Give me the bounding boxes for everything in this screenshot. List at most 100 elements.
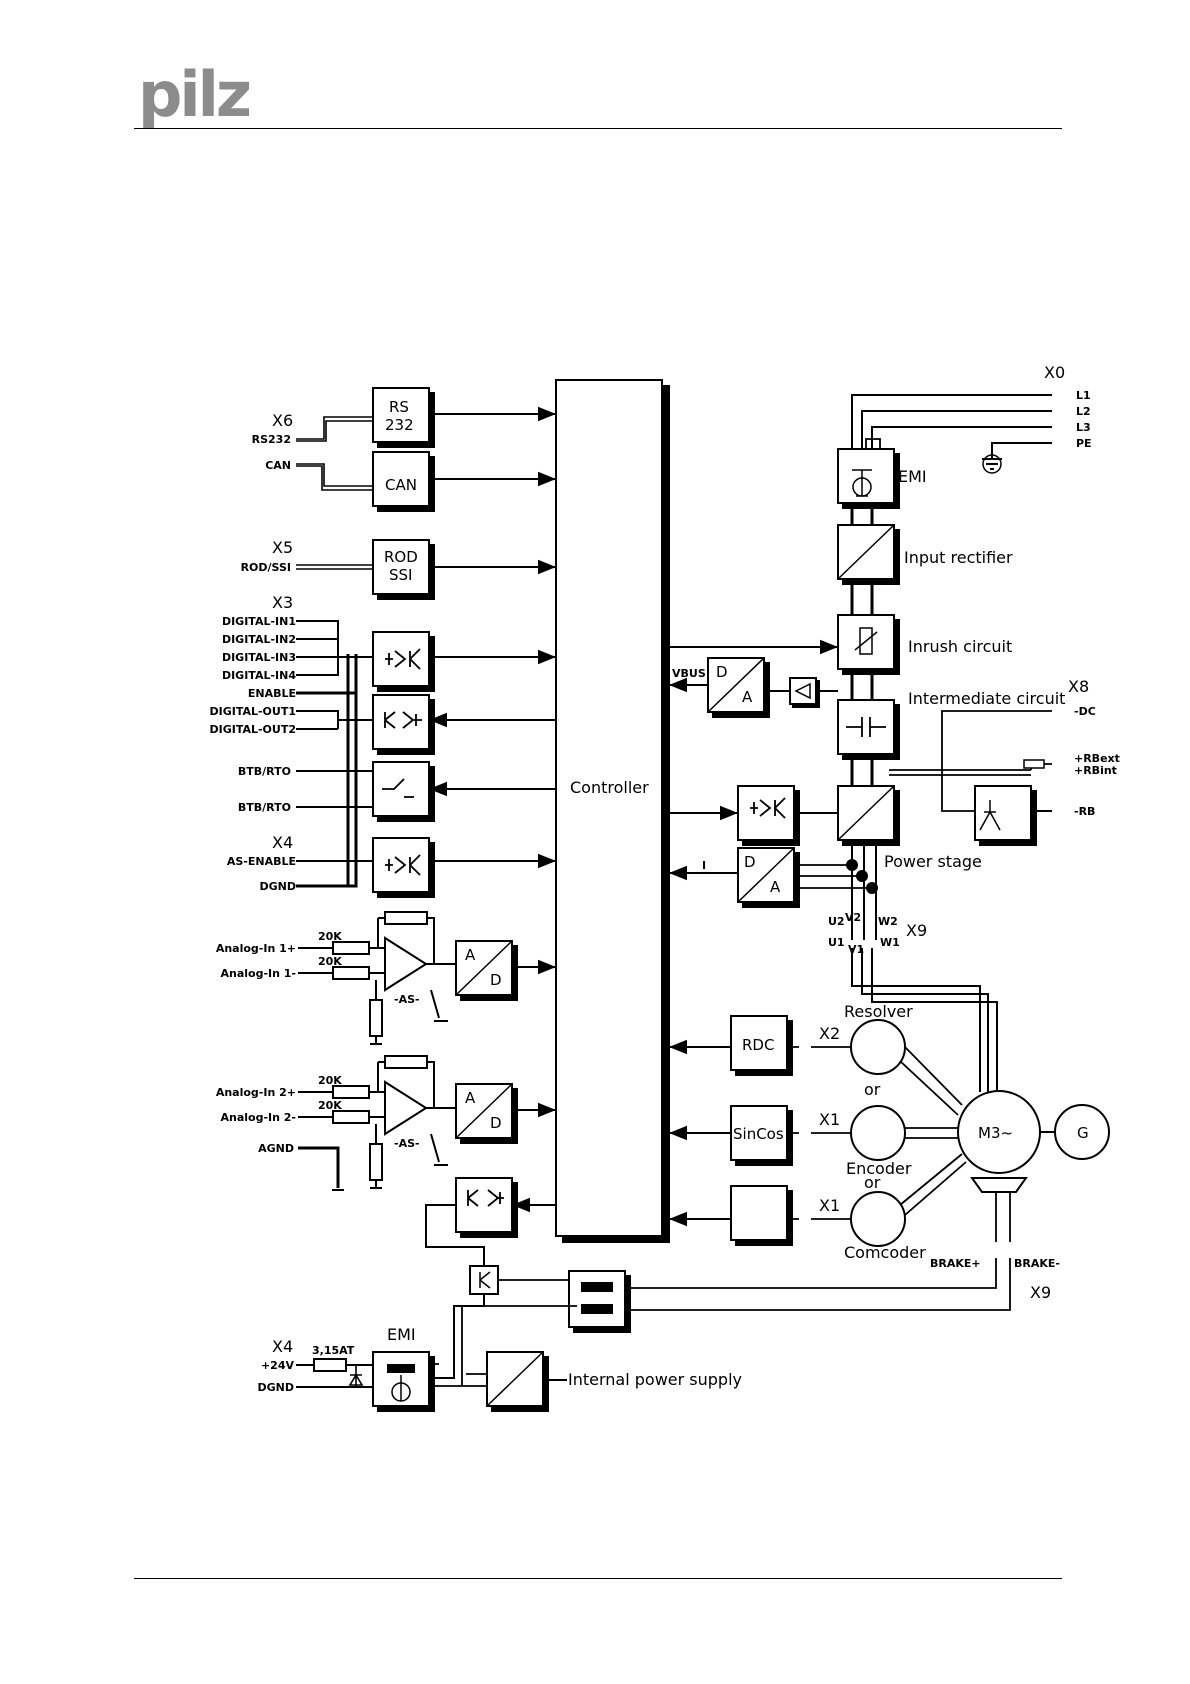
optocoupler-out-block: [372, 694, 435, 755]
x2-label: X2: [819, 1024, 840, 1043]
comcoder-block: [730, 1185, 793, 1246]
pin-ain1m: Analog-In 1-: [220, 967, 296, 980]
pin-rb: -RB: [1074, 805, 1095, 818]
vbus-da-block: [707, 657, 770, 718]
pin-l3: L3: [1076, 421, 1091, 434]
pin-rbext: +RBext: [1074, 752, 1120, 765]
optocoupler-ps-block: [737, 785, 800, 846]
x9-brake-label: X9: [1030, 1283, 1051, 1302]
x5-label: X5: [272, 538, 293, 557]
or-label-2: or: [864, 1173, 881, 1192]
power-stage-block: [837, 785, 900, 846]
pin-brakem: BRAKE-: [1014, 1257, 1060, 1270]
x0-label: X0: [1044, 363, 1065, 382]
opamp-2: [298, 1055, 456, 1191]
optocoupler-in-block: [372, 631, 435, 692]
rdc-block: [730, 1015, 793, 1076]
as-label-2: -AS-: [394, 1137, 420, 1150]
controller-label: Controller: [570, 778, 649, 797]
ad1-d: D: [490, 971, 502, 989]
r20k-2: 20K: [318, 955, 342, 968]
current-da-block: [737, 847, 800, 908]
ad2-a: A: [465, 1089, 476, 1107]
rs-text: RS: [389, 398, 409, 416]
pin-din4: DIGITAL-IN4: [222, 669, 296, 682]
fuse-label: 3,15AT: [312, 1344, 355, 1357]
x4-24v-label: X4: [272, 1337, 293, 1356]
pin-asenable: AS-ENABLE: [227, 855, 296, 868]
input-rectifier-label: Input rectifier: [904, 548, 1013, 567]
x8-label: X8: [1068, 677, 1089, 696]
pin-btb1: BTB/RTO: [238, 765, 291, 778]
pin-24v: +24V: [261, 1359, 295, 1372]
rdc-text: RDC: [742, 1036, 774, 1054]
vbus-label: VBUS: [672, 667, 706, 680]
pin-ain1p: Analog-In 1+: [216, 942, 296, 955]
w2-label: W2: [878, 915, 898, 928]
pin-din1: DIGITAL-IN1: [222, 615, 296, 628]
generator-text: G: [1077, 1124, 1089, 1142]
internal-psu-block: [486, 1351, 549, 1412]
current-d: D: [744, 853, 756, 871]
internal-psu-label: Internal power supply: [568, 1370, 742, 1389]
pin-enable: ENABLE: [248, 687, 296, 700]
pilz-logo: pilz: [138, 58, 252, 131]
ad2-d: D: [490, 1114, 502, 1132]
resolver-label: Resolver: [844, 1002, 913, 1021]
intermediate-label: Intermediate circuit: [908, 689, 1065, 708]
emi-filter-block: [837, 448, 900, 509]
comcoder-label: Comcoder: [844, 1243, 926, 1262]
ssi-text: SSI: [389, 566, 412, 584]
emi-bottom-label: EMI: [387, 1325, 416, 1344]
can-text: CAN: [385, 476, 417, 494]
pin-dc: -DC: [1074, 705, 1096, 718]
pin-can: CAN: [265, 459, 291, 472]
optocoupler-asenable-block: [372, 837, 435, 898]
pin-btb2: BTB/RTO: [238, 801, 291, 814]
or-label-1: or: [864, 1080, 881, 1099]
pin-dgnd2: DGND: [258, 1381, 295, 1394]
pin-brakep: BRAKE+: [930, 1257, 981, 1270]
input-rectifier-block: [837, 524, 900, 585]
rod-text: ROD: [384, 548, 418, 566]
pin-rodssi: ROD/SSI: [241, 561, 291, 574]
i-label: I: [702, 859, 706, 872]
as-label-1: -AS-: [394, 993, 420, 1006]
optocoupler-brake-block: [455, 1177, 518, 1238]
rs232-text: 232: [385, 416, 414, 434]
pin-l1: L1: [1076, 389, 1091, 402]
pin-din3: DIGITAL-IN3: [222, 651, 296, 664]
u1-label: U1: [828, 936, 845, 949]
header-rule: [134, 128, 1062, 129]
x6-label: X6: [272, 411, 293, 430]
pin-rbint: +RBint: [1074, 764, 1117, 777]
opamp-1: [298, 911, 456, 1045]
v1-label: V1: [848, 943, 864, 956]
current-a: A: [770, 878, 781, 896]
vbus-d: D: [716, 663, 728, 681]
pin-l2: L2: [1076, 405, 1091, 418]
controller-block: [555, 379, 663, 1237]
motor-brake-symbol: [970, 1177, 1028, 1193]
pin-dout2: DIGITAL-OUT2: [209, 723, 296, 736]
motor-text: M3~: [978, 1124, 1013, 1142]
x4-label: X4: [272, 833, 293, 852]
pin-agnd: AGND: [258, 1142, 294, 1155]
encoder-circle: [850, 1105, 906, 1161]
comcoder-circle: [850, 1191, 906, 1247]
inrush-circuit-block: [837, 614, 900, 675]
vbus-a: A: [742, 688, 753, 706]
r20k-4: 20K: [318, 1099, 342, 1112]
resolver-circle: [850, 1019, 906, 1075]
x3-label: X3: [272, 593, 293, 612]
u2-label: U2: [828, 915, 845, 928]
v2-label: V2: [845, 911, 861, 924]
rs232-block: [372, 387, 435, 448]
x9-label: X9: [906, 921, 927, 940]
sincos-block: [730, 1105, 793, 1166]
rodssi-block: [372, 539, 435, 600]
ad-converter-2-block: [455, 1083, 518, 1144]
x1-encoder-label: X1: [819, 1110, 840, 1129]
